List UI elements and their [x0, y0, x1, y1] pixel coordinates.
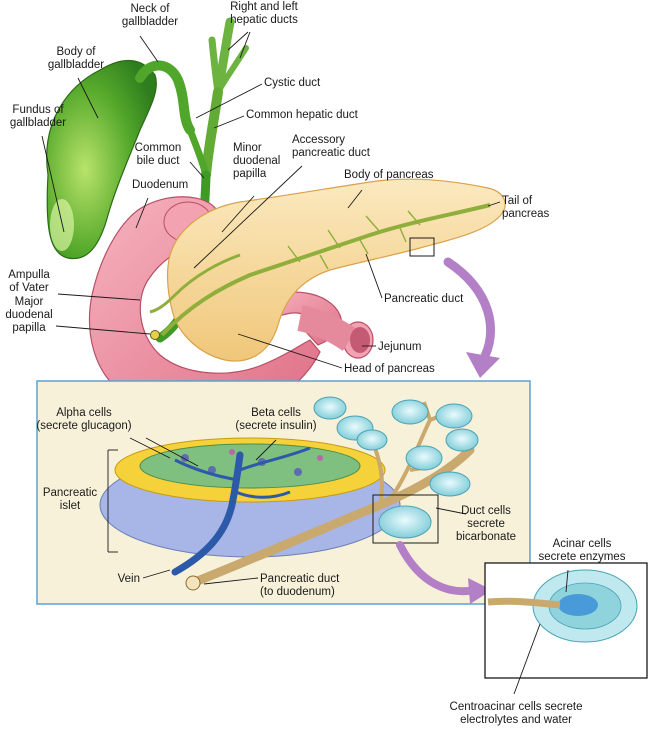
leader-duodenum: [135, 197, 149, 229]
leader-alpha-cells: [129, 437, 171, 459]
magnify-box-icon: [409, 237, 435, 257]
leader-common-bile-duct: [189, 161, 205, 179]
leader-head-of-pancreas: [237, 333, 343, 369]
acinar-clusters: [313, 396, 479, 539]
leader-centroacinar-cells: [513, 623, 541, 695]
leader-minor-duodenal-papilla: [221, 195, 255, 233]
leader-neck-of-gallbladder: [139, 35, 159, 63]
leader-cystic-duct: [195, 83, 263, 119]
label-body-of-pancreas: Body of pancreas: [344, 169, 434, 181]
leader-pancreatic-duct: [365, 253, 383, 299]
leader-lines: [41, 31, 569, 695]
label-pancreatic-duct: Pancreatic duct: [384, 293, 464, 305]
pancreatic-duct: [149, 203, 491, 337]
leader-major-duodenal-papilla: [55, 325, 151, 335]
leader-accessory-pancreatic-duct: [193, 165, 303, 269]
leader-alpha-cells: [145, 437, 199, 467]
leader-acinar-cells: [565, 569, 569, 593]
callout-arrow-icon: [396, 541, 492, 604]
acinus: [487, 569, 638, 643]
label-beta-cells: Beta cells(secrete insulin): [235, 407, 316, 432]
leader-ampulla-of-vater: [57, 293, 141, 301]
label-common-hepatic-duct: Common hepatic duct: [246, 109, 359, 121]
leader-tail-of-pancreas: [487, 201, 501, 207]
islet-vein: [171, 446, 311, 576]
leader-fundus-of-gallbladder: [41, 135, 65, 233]
magnify-box-icon: [372, 494, 439, 544]
leader-vein: [142, 569, 171, 579]
label-head-of-pancreas: Head of pancreas: [344, 363, 435, 375]
label-jejunum: Jejunum: [378, 341, 421, 353]
leader-right-left-hepatic-ducts: [227, 31, 249, 51]
leader-right-left-hepatic-ducts: [239, 31, 251, 59]
label-pancreatic-duct-to-duodenum: Pancreatic duct(to duodenum): [260, 573, 340, 598]
leader-body-of-pancreas: [347, 189, 363, 209]
callout-arrow-icon: [443, 257, 500, 378]
leader-beta-cells: [255, 439, 277, 461]
leader-common-hepatic-duct: [213, 115, 245, 129]
leader-duct-cells: [435, 507, 467, 515]
label-duodenum: Duodenum: [132, 179, 188, 191]
label-vein: Vein: [118, 573, 140, 585]
leader-pancreatic-duct-to-duodenum: [203, 577, 259, 585]
label-cystic-duct: Cystic duct: [264, 77, 321, 89]
major-papilla-dot: [150, 330, 160, 340]
label-alpha-cells: Alpha cells(secrete glucagon): [36, 407, 131, 432]
leader-body-of-gallbladder: [77, 77, 99, 119]
